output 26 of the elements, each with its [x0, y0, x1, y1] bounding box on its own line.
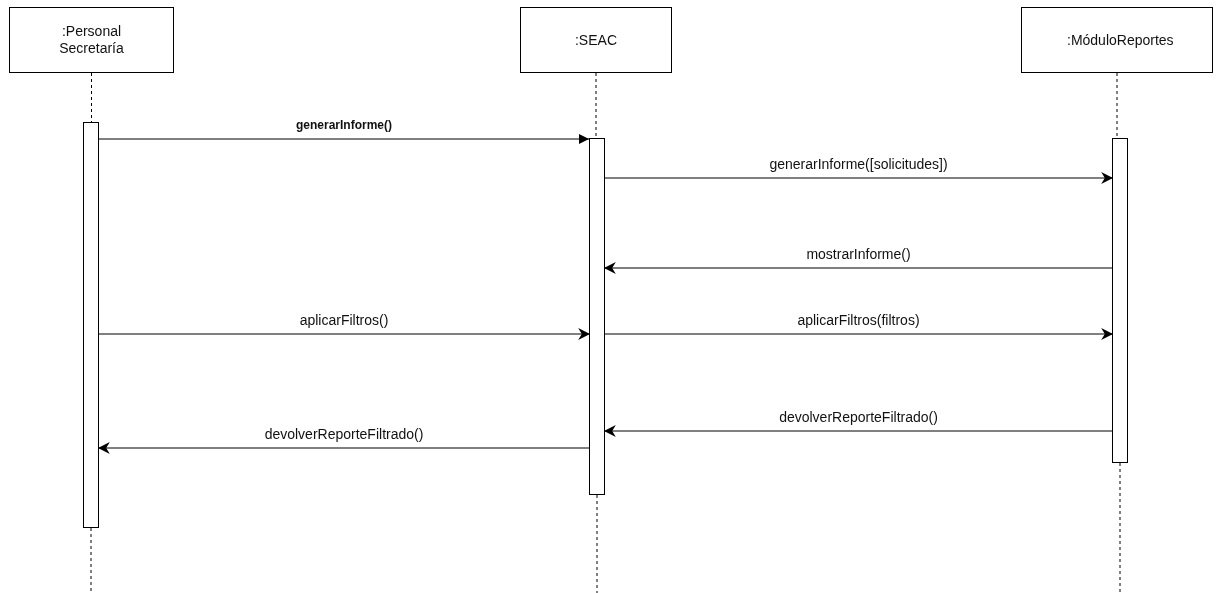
lifeline: [91, 72, 92, 123]
activation-bar: [1112, 138, 1128, 463]
message-label: generarInforme([solicitudes]): [767, 156, 950, 172]
message-arrow: [604, 172, 1114, 184]
message-arrow: [98, 134, 590, 144]
lifeline: [90, 527, 92, 593]
message-arrow: [97, 442, 590, 454]
message-arrow: [603, 425, 1113, 437]
lifeline: [596, 494, 598, 593]
message-arrow: [604, 328, 1114, 340]
lifeline: [1119, 462, 1121, 593]
participant-box: :MóduloReportes: [1021, 7, 1213, 73]
lifeline: [595, 72, 597, 139]
activation-bar: [83, 122, 99, 528]
participant-box: :Personal Secretaría: [9, 7, 174, 73]
message-label: aplicarFiltros(filtros): [795, 312, 922, 328]
lifeline: [1116, 72, 1118, 139]
message-label: aplicarFiltros(): [297, 312, 391, 328]
message-label: generarInforme(): [294, 117, 394, 133]
message-label: devolverReporteFiltrado(): [262, 426, 426, 442]
message-arrow: [603, 262, 1113, 274]
activation-bar: [589, 138, 605, 495]
participant-box: :SEAC: [520, 7, 672, 73]
message-label: mostrarInforme(): [804, 246, 913, 262]
message-label: devolverReporteFiltrado(): [777, 409, 940, 425]
message-arrow: [98, 328, 591, 340]
